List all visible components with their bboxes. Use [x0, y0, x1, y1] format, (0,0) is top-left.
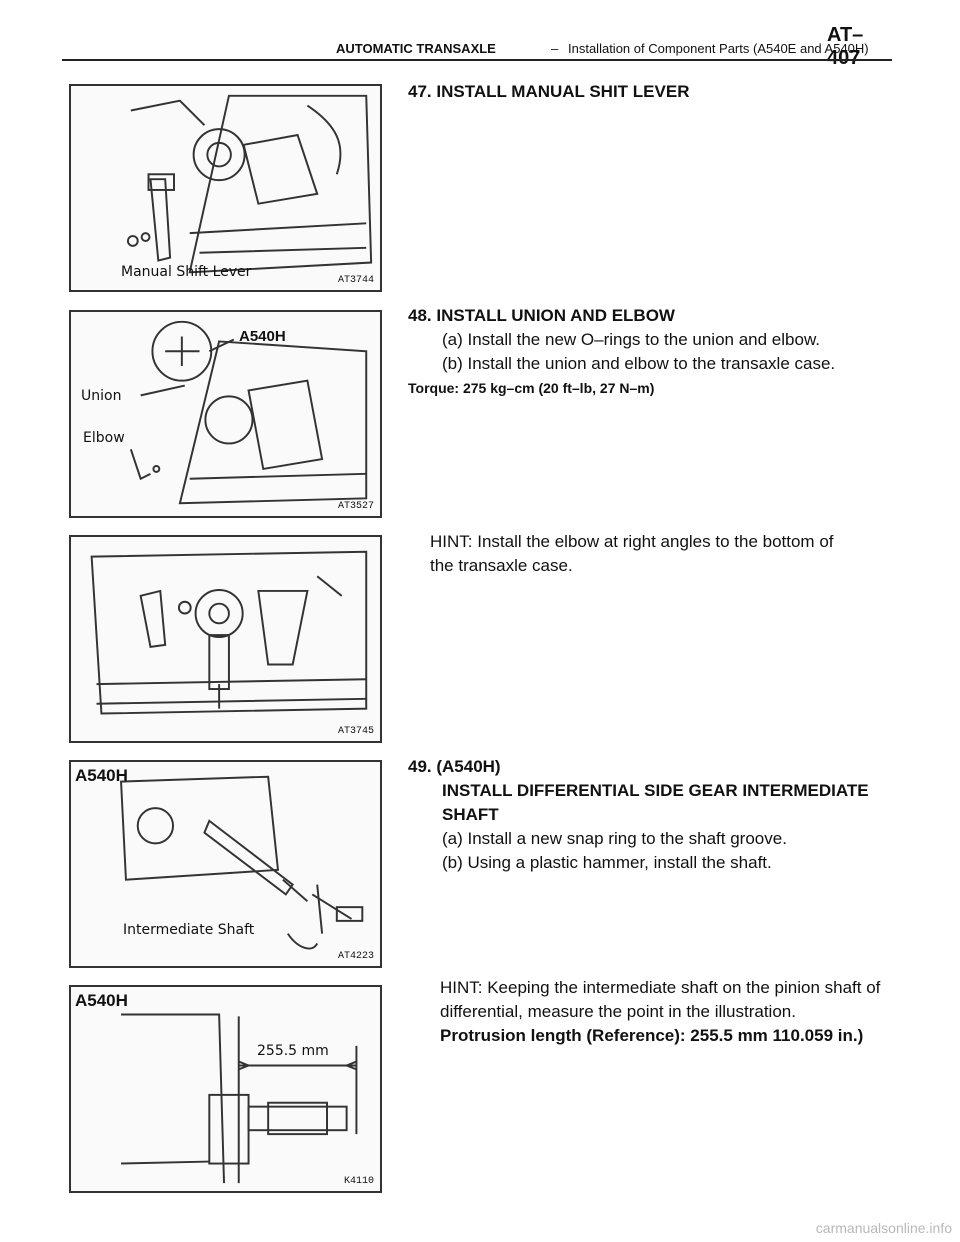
- step-48-hint: HINT: Install the elbow at right angles …: [430, 530, 910, 578]
- step-49-title-1: INSTALL DIFFERENTIAL SIDE GEAR INTERMEDI…: [442, 781, 869, 800]
- figure-manual-shift-lever: Manual Shift Lever AT3744: [69, 84, 382, 292]
- figure-elbow-orientation: AT3745: [69, 535, 382, 743]
- step-49-a: (a) Install a new snap ring to the shaft…: [442, 829, 787, 848]
- figure-union-elbow: A540H Union Elbow AT3527: [69, 310, 382, 518]
- step-49: 49. (A540H) INSTALL DIFFERENTIAL SIDE GE…: [408, 755, 948, 875]
- label-a540h: A540H: [239, 328, 286, 345]
- step-48-b: (b) Install the union and elbow to the t…: [442, 354, 836, 373]
- figure-code: K4110: [343, 1176, 374, 1187]
- label-intermediate-shaft: Intermediate Shaft: [123, 922, 255, 938]
- header-separator: –: [551, 41, 559, 56]
- step-48-title: 48. INSTALL UNION AND ELBOW: [408, 306, 675, 325]
- figure-code: AT3745: [337, 726, 374, 737]
- label-manual-shift-lever: Manual Shift Lever: [121, 264, 252, 280]
- step-49-hint: HINT: Keeping the intermediate shaft on …: [440, 976, 940, 1048]
- page-header: AUTOMATIC TRANSAXLE – Installation of Co…: [62, 20, 892, 69]
- illustration-union-elbow: [129, 320, 368, 505]
- step-48: 48. INSTALL UNION AND ELBOW (a) Install …: [408, 304, 948, 400]
- figure-protrusion-length: A540H 255.5 mm K4110: [69, 985, 382, 1193]
- step-49-protrusion: Protrusion length (Reference): 255.5 mm …: [440, 1026, 864, 1045]
- step-49-number: 49. (A540H): [408, 757, 501, 776]
- label-union: Union: [81, 388, 122, 404]
- watermark: carmanualsonline.info: [815, 1220, 952, 1236]
- label-a540h: A540H: [75, 991, 128, 1010]
- figure-code: AT3744: [337, 275, 374, 286]
- step-49-hint-line1: HINT: Keeping the intermediate shaft on …: [440, 978, 881, 997]
- figure-intermediate-shaft: A540H Intermediate Shaft AT4223: [69, 760, 382, 968]
- page-number: AT–407: [827, 24, 864, 69]
- figure-code: AT4223: [337, 951, 374, 962]
- label-elbow: Elbow: [83, 430, 125, 446]
- illustration-protrusion-measurement: [121, 1013, 358, 1184]
- header-rule: [62, 59, 892, 61]
- section-subtitle: Installation of Component Parts (A540E a…: [568, 41, 869, 56]
- step-49-hint-line2: differential, measure the point in the i…: [440, 1002, 796, 1021]
- step-48-hint-line1: HINT: Install the elbow at right angles …: [430, 532, 834, 551]
- figure-code: AT3527: [337, 501, 374, 512]
- illustration-transaxle-bottom: [90, 550, 368, 715]
- label-255-mm: 255.5 mm: [257, 1043, 329, 1059]
- label-a540h: A540H: [75, 766, 128, 785]
- illustration-intermediate-shaft: [120, 775, 364, 950]
- step-49-b: (b) Using a plastic hammer, install the …: [442, 853, 772, 872]
- illustration-transaxle-shift-lever: [126, 94, 373, 274]
- section-title: AUTOMATIC TRANSAXLE: [336, 41, 496, 56]
- step-49-title-2: SHAFT: [442, 805, 499, 824]
- step-47-title: 47. INSTALL MANUAL SHIT LEVER: [408, 82, 690, 101]
- step-48-hint-line2: the transaxle case.: [430, 556, 573, 575]
- step-48-a: (a) Install the new O–rings to the union…: [442, 330, 821, 349]
- step-48-torque: Torque: 275 kg–cm (20 ft–lb, 27 N–m): [408, 380, 655, 396]
